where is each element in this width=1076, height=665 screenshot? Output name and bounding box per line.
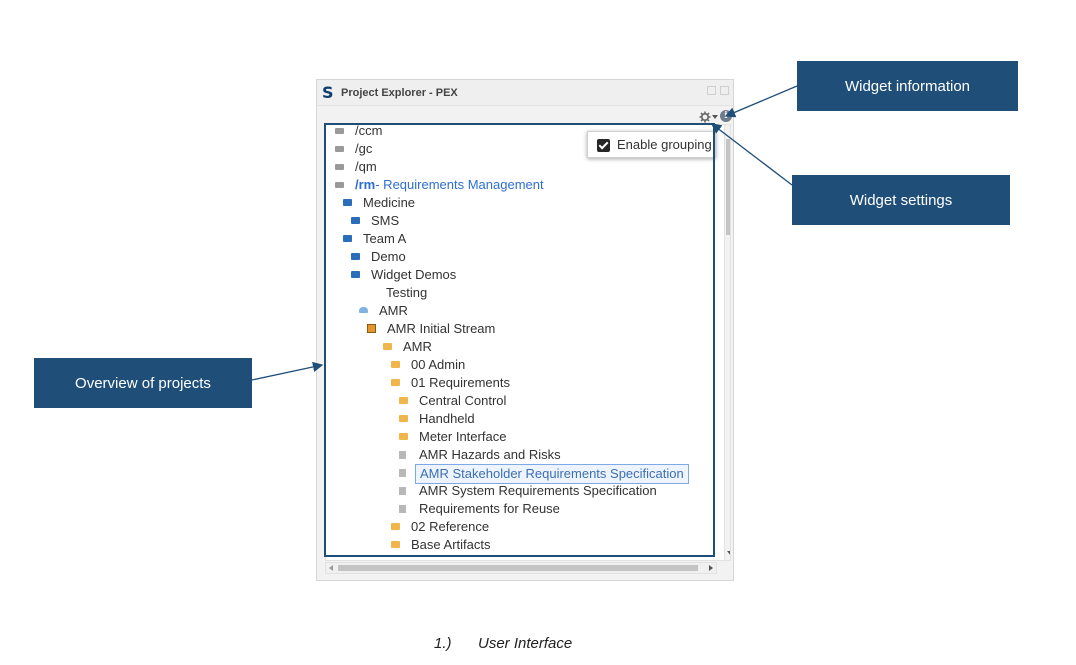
widget-header: S Project Explorer - PEX <box>317 80 733 106</box>
module-icon <box>399 487 406 495</box>
chevron-down-icon[interactable] <box>712 115 718 119</box>
folder-blue-icon <box>351 253 360 260</box>
callout-widget-settings: Widget settings <box>792 175 1010 225</box>
server-icon <box>335 164 344 170</box>
scroll-thumb[interactable] <box>338 565 698 571</box>
caption-number: 1.) <box>434 635 452 652</box>
project-tree: /ccm /gc /qm /rm- Requirements Managemen… <box>326 125 716 560</box>
folder-icon <box>391 361 400 368</box>
folder-icon <box>383 343 392 350</box>
folder-icon <box>391 541 400 548</box>
enable-grouping-label[interactable]: Enable grouping <box>617 137 712 152</box>
scroll-left-icon[interactable] <box>329 565 333 571</box>
widget-title: Project Explorer - PEX <box>341 87 458 99</box>
enable-grouping-checkbox[interactable] <box>597 139 610 152</box>
module-icon <box>399 469 406 477</box>
module-icon <box>399 505 406 513</box>
callout-widget-information: Widget information <box>797 61 1018 111</box>
tree-panel: /ccm /gc /qm /rm- Requirements Managemen… <box>325 124 731 561</box>
stream-icon <box>367 324 376 333</box>
overview-highlight-box <box>324 123 715 557</box>
server-icon <box>335 146 344 152</box>
folder-icon <box>399 415 408 422</box>
gear-icon[interactable] <box>699 111 711 123</box>
scroll-right-icon[interactable] <box>709 565 713 571</box>
folder-blue-icon <box>351 217 360 224</box>
folder-icon <box>399 397 408 404</box>
caption-text: User Interface <box>478 635 573 652</box>
info-icon[interactable]: i <box>720 110 732 122</box>
maximize-icon[interactable] <box>720 86 729 95</box>
folder-blue-icon <box>351 271 360 278</box>
scroll-thumb[interactable] <box>726 139 730 235</box>
server-icon <box>335 128 344 134</box>
project-explorer-widget: S Project Explorer - PEX i /ccm /gc <box>316 79 734 581</box>
arrow-overview <box>251 361 324 381</box>
vertical-scrollbar[interactable] <box>724 125 730 560</box>
project-cloud-icon <box>359 307 368 313</box>
module-icon <box>399 451 406 459</box>
horizontal-scrollbar[interactable] <box>325 562 717 574</box>
widget-logo-icon: S <box>322 83 334 102</box>
grouping-popup: Enable grouping <box>587 131 716 158</box>
folder-icon <box>399 433 408 440</box>
arrow-info <box>724 85 798 118</box>
folder-blue-icon <box>343 199 352 206</box>
scroll-down-icon[interactable] <box>727 551 730 556</box>
callout-overview-of-projects: Overview of projects <box>34 358 252 408</box>
folder-icon <box>391 523 400 530</box>
folder-icon <box>391 379 400 386</box>
server-icon <box>335 182 344 188</box>
minimize-icon[interactable] <box>707 86 716 95</box>
folder-blue-icon <box>343 235 352 242</box>
widget-toolbar: i <box>689 110 733 124</box>
